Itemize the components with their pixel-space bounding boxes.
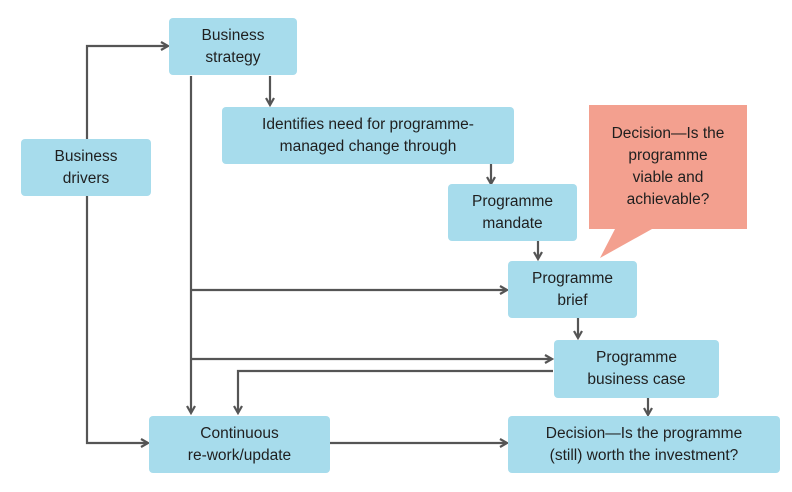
arrow-business-case-to-continuous (238, 369, 553, 413)
programme-business-case-label: Programme business case (587, 349, 686, 388)
programme-business-case-box: Programme business case (554, 340, 719, 398)
arrow-drivers-to-continuous (85, 196, 148, 443)
decision-worth-investment-label: Decision—Is the programme (still) worth … (545, 424, 743, 464)
programme-brief-box: Programme brief (508, 261, 637, 318)
identifies-need-label: Identifies need for programme- managed c… (262, 115, 474, 155)
business-strategy-label: Business strategy (201, 26, 265, 66)
business-drivers-label: Business drivers (54, 147, 118, 187)
decision-callout-label: Decision—Is the programme viable and ach… (611, 125, 725, 208)
continuous-rework-box: Continuous re-work/update (149, 416, 330, 473)
business-strategy-box: Business strategy (169, 18, 297, 75)
continuous-rework-label: Continuous re-work/update (187, 424, 292, 464)
identifies-need-box: Identifies need for programme- managed c… (222, 107, 514, 164)
programme-brief-label: Programme brief (532, 269, 613, 309)
decision-worth-investment-box: Decision—Is the programme (still) worth … (508, 416, 780, 473)
programme-mandate-box: Programme mandate (448, 184, 577, 241)
decision-callout: Decision—Is the programme viable and ach… (589, 105, 747, 229)
arrow-drivers-to-strategy (85, 46, 168, 139)
programme-mandate-label: Programme mandate (472, 192, 553, 232)
business-drivers-box: Business drivers (21, 139, 151, 196)
decision-callout-shape (589, 105, 747, 258)
